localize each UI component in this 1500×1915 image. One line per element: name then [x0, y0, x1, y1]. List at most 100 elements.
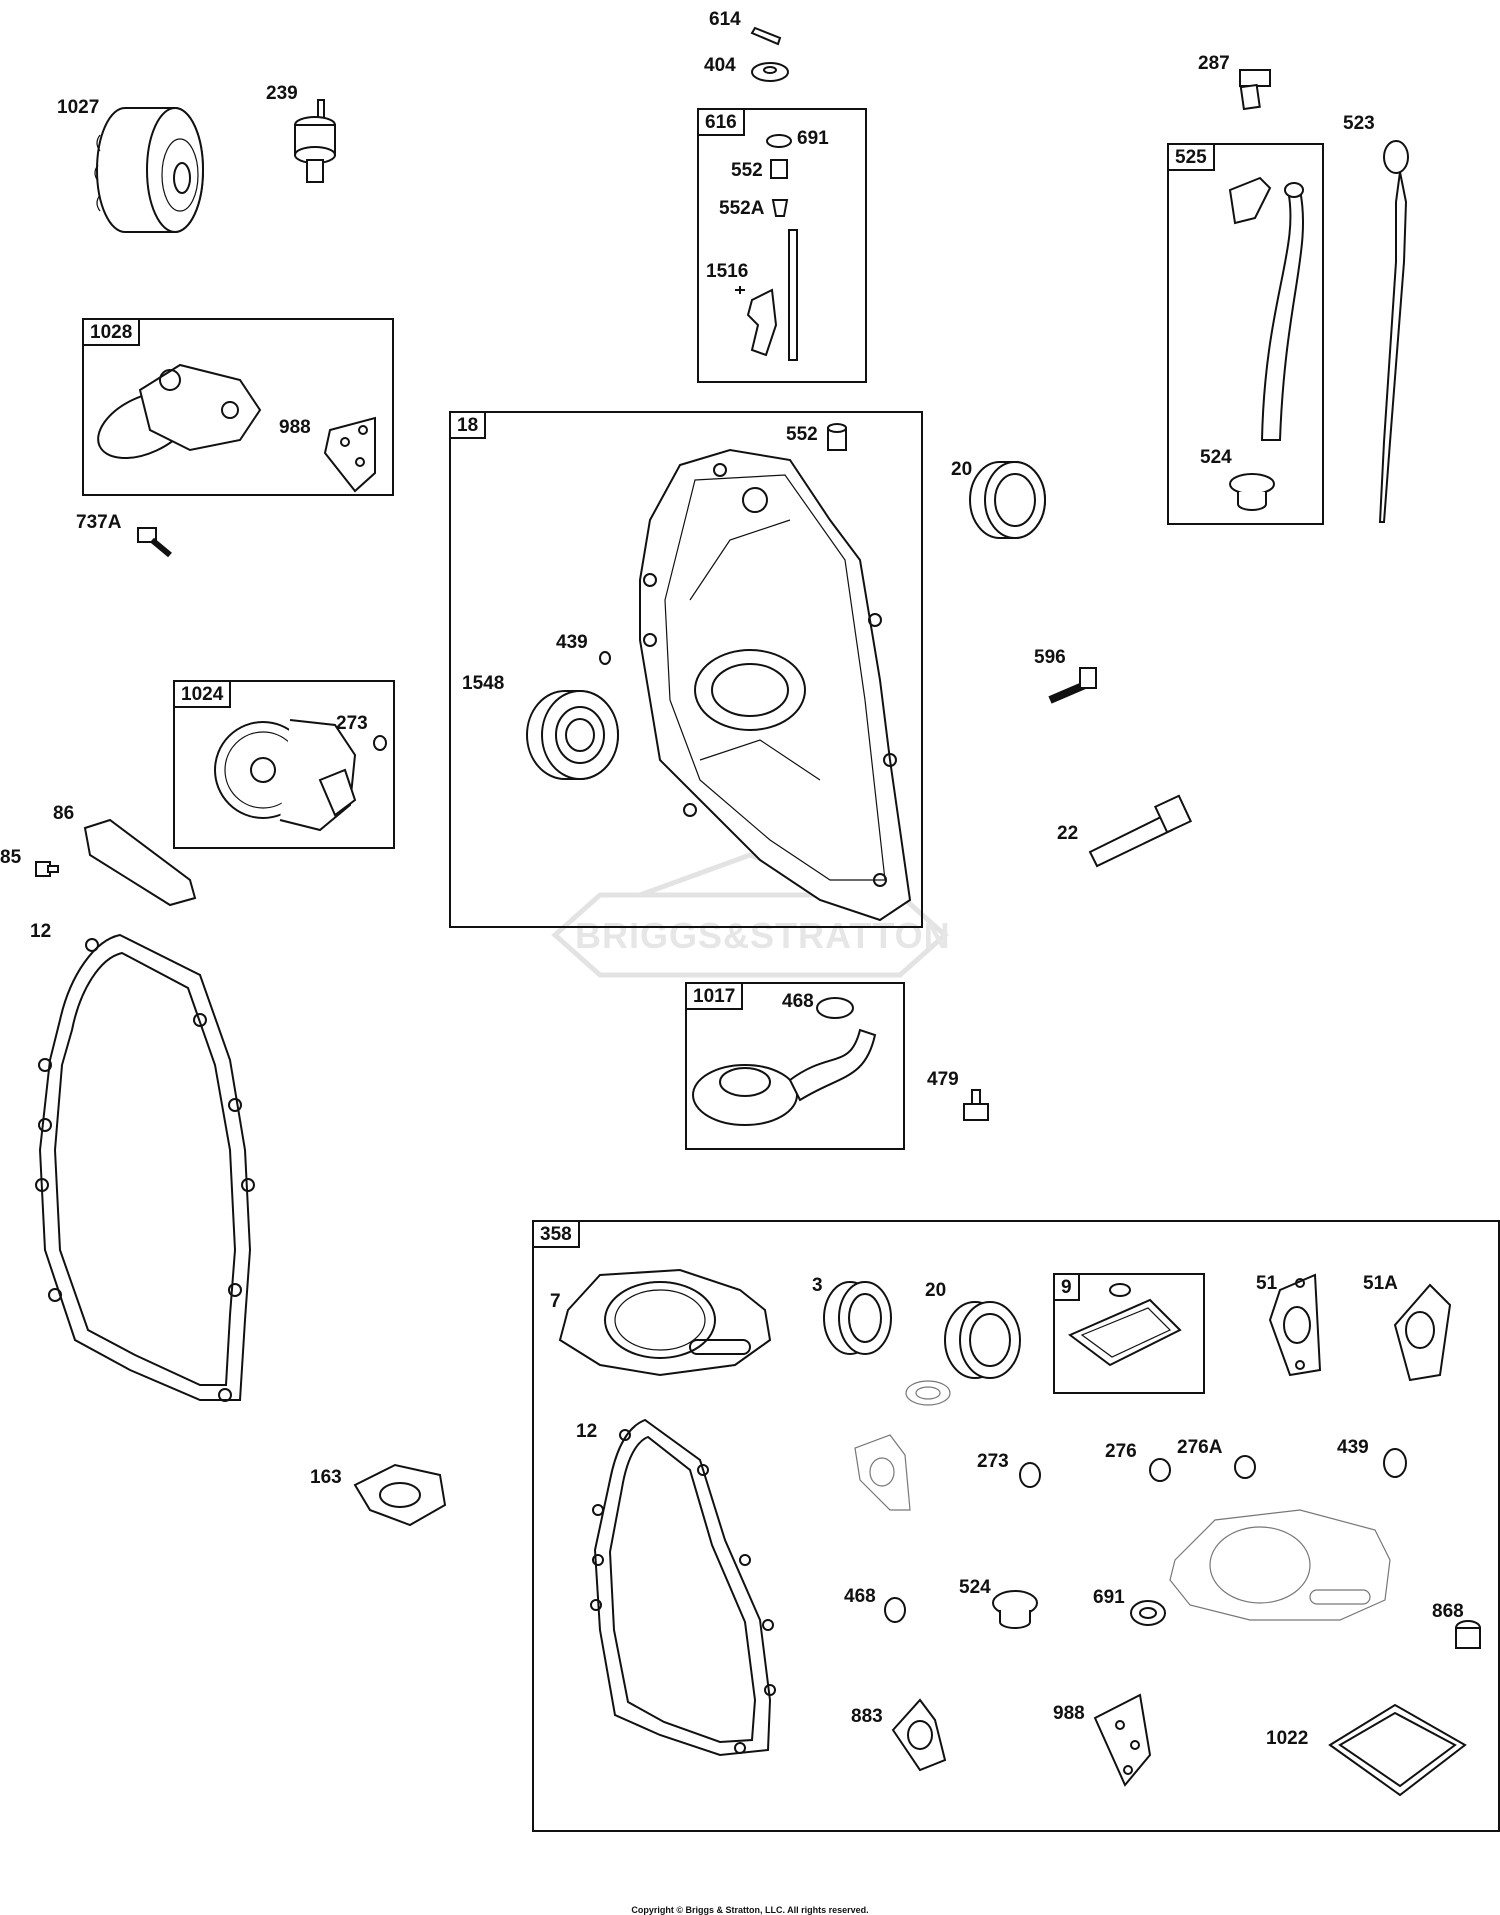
kit-tag-616: 616 — [699, 110, 745, 136]
part-label-614: 614 — [709, 9, 741, 30]
kit-tag-525: 525 — [1169, 145, 1215, 171]
oring-276A-drawing — [1234, 1455, 1256, 1479]
bolt-596-drawing — [1048, 667, 1097, 704]
part-label-85: 85 — [0, 847, 22, 868]
gasket-12-left-drawing — [35, 933, 255, 1402]
part-label-22: 22 — [1057, 823, 1079, 844]
part-label-552-cover: 552 — [786, 424, 818, 445]
head-gasket-gray-drawing — [1169, 1509, 1391, 1621]
part-label-1548: 1548 — [462, 673, 505, 694]
part-label-468-kit: 468 — [844, 1586, 876, 1607]
pump-cover-drawing — [83, 818, 197, 907]
bolt-737A-drawing — [137, 527, 172, 558]
part-label-868: 868 — [1432, 1601, 1464, 1622]
seal-20-drawing — [969, 461, 1046, 539]
kit-tag-1028: 1028 — [84, 320, 141, 346]
gasket-1022-drawing — [1328, 1703, 1467, 1797]
part-label-1516: 1516 — [706, 261, 749, 282]
part-label-596: 596 — [1034, 647, 1066, 668]
part-label-524: 524 — [1200, 447, 1232, 468]
governor-kit-drawing — [735, 134, 798, 361]
part-label-1027: 1027 — [57, 97, 100, 118]
kit-box-1024: 1024 — [173, 680, 395, 849]
part-label-163: 163 — [310, 1467, 342, 1488]
kit-tag-9: 9 — [1055, 1275, 1080, 1301]
kit-tag-1024: 1024 — [175, 682, 232, 708]
kit-box-616: 616 — [697, 108, 867, 383]
seal-691-kit-drawing — [1130, 1600, 1166, 1626]
kit-box-525: 525 — [1167, 143, 1324, 525]
washer-gray-drawing — [905, 1380, 951, 1406]
part-label-737A: 737A — [76, 512, 122, 533]
part-label-468: 468 — [782, 991, 814, 1012]
part-label-988-kit: 988 — [1053, 1703, 1085, 1724]
gasket-163-drawing — [353, 1463, 447, 1527]
part-label-523: 523 — [1343, 113, 1375, 134]
dipstick-drawing — [1378, 140, 1409, 523]
bolt-479-drawing — [963, 1089, 989, 1121]
part-label-988: 988 — [279, 417, 311, 438]
kit-tag-358: 358 — [534, 1222, 580, 1248]
oil-filter-drawing — [94, 107, 204, 233]
kit-box-18: 18 — [449, 411, 923, 928]
part-label-691-kit: 691 — [1093, 1587, 1125, 1608]
part-label-20-kit: 20 — [925, 1280, 947, 1301]
part-label-524-kit: 524 — [959, 1577, 991, 1598]
part-label-12-kit: 12 — [576, 1421, 598, 1442]
gasket-51A-drawing — [1393, 1283, 1452, 1382]
part-label-287: 287 — [1198, 53, 1230, 74]
oring-273-drawing — [373, 735, 387, 751]
part-label-439-kit: 439 — [1337, 1437, 1369, 1458]
part-label-276: 276 — [1105, 1441, 1137, 1462]
part-label-3: 3 — [812, 1275, 823, 1296]
pin-drawing — [750, 26, 782, 46]
part-label-552A: 552A — [719, 198, 765, 219]
dipstick-tube-drawing — [1228, 176, 1305, 511]
part-label-12: 12 — [30, 921, 52, 942]
part-label-51: 51 — [1256, 1273, 1278, 1294]
part-label-86: 86 — [53, 803, 75, 824]
oil-pickup-drawing — [692, 997, 877, 1126]
kit-box-1028: 1028 — [82, 318, 394, 496]
kit-box-9: 9 — [1053, 1273, 1205, 1394]
kit-tag-18: 18 — [451, 413, 487, 439]
gasket-9-drawing — [1068, 1283, 1182, 1367]
oil-pump-drawing — [214, 719, 357, 832]
bolt-22-drawing — [1088, 794, 1193, 868]
kit-box-1017: 1017 — [685, 982, 905, 1150]
part-label-552: 552 — [731, 160, 763, 181]
watermark-text: BRIGGS&STRATTON — [575, 915, 951, 956]
part-label-439: 439 — [556, 632, 588, 653]
part-label-20: 20 — [951, 459, 973, 480]
part-label-51A: 51A — [1363, 1273, 1398, 1294]
bolt-287-drawing — [1239, 69, 1271, 111]
bearing-drawing — [526, 690, 619, 780]
seal-3-drawing — [823, 1281, 892, 1355]
seal-868-drawing — [1455, 1620, 1481, 1649]
washer-drawing — [751, 62, 789, 82]
head-gasket-7-drawing — [558, 1268, 772, 1377]
part-label-691: 691 — [797, 128, 829, 149]
seal-20-kit-drawing — [944, 1301, 1021, 1379]
part-label-273-kit: 273 — [977, 1451, 1009, 1472]
plug-524-kit-drawing — [992, 1590, 1038, 1629]
copyright-notice: Copyright © Briggs & Stratton, LLC. All … — [631, 1905, 869, 1915]
kit-box-358: 358 — [532, 1220, 1500, 1832]
crankcase-cover-drawing — [639, 448, 912, 922]
kit-tag-1017: 1017 — [687, 984, 744, 1010]
filter-adapter-drawing — [97, 363, 376, 493]
part-label-273: 273 — [336, 713, 368, 734]
pressure-switch-drawing — [294, 99, 336, 183]
oring-276-drawing — [1149, 1458, 1171, 1482]
screw-85-drawing — [35, 861, 59, 877]
gasket-51-drawing — [1268, 1273, 1322, 1377]
gasket-988-kit-drawing — [1093, 1693, 1152, 1787]
part-label-276A: 276A — [1177, 1437, 1223, 1458]
oring-273-kit-drawing — [1019, 1462, 1041, 1488]
sleeve-552-drawing — [827, 423, 847, 451]
gasket-12-kit-drawing — [590, 1418, 776, 1757]
part-label-404: 404 — [704, 55, 736, 76]
gasket-883-drawing — [891, 1698, 947, 1772]
part-label-479: 479 — [927, 1069, 959, 1090]
